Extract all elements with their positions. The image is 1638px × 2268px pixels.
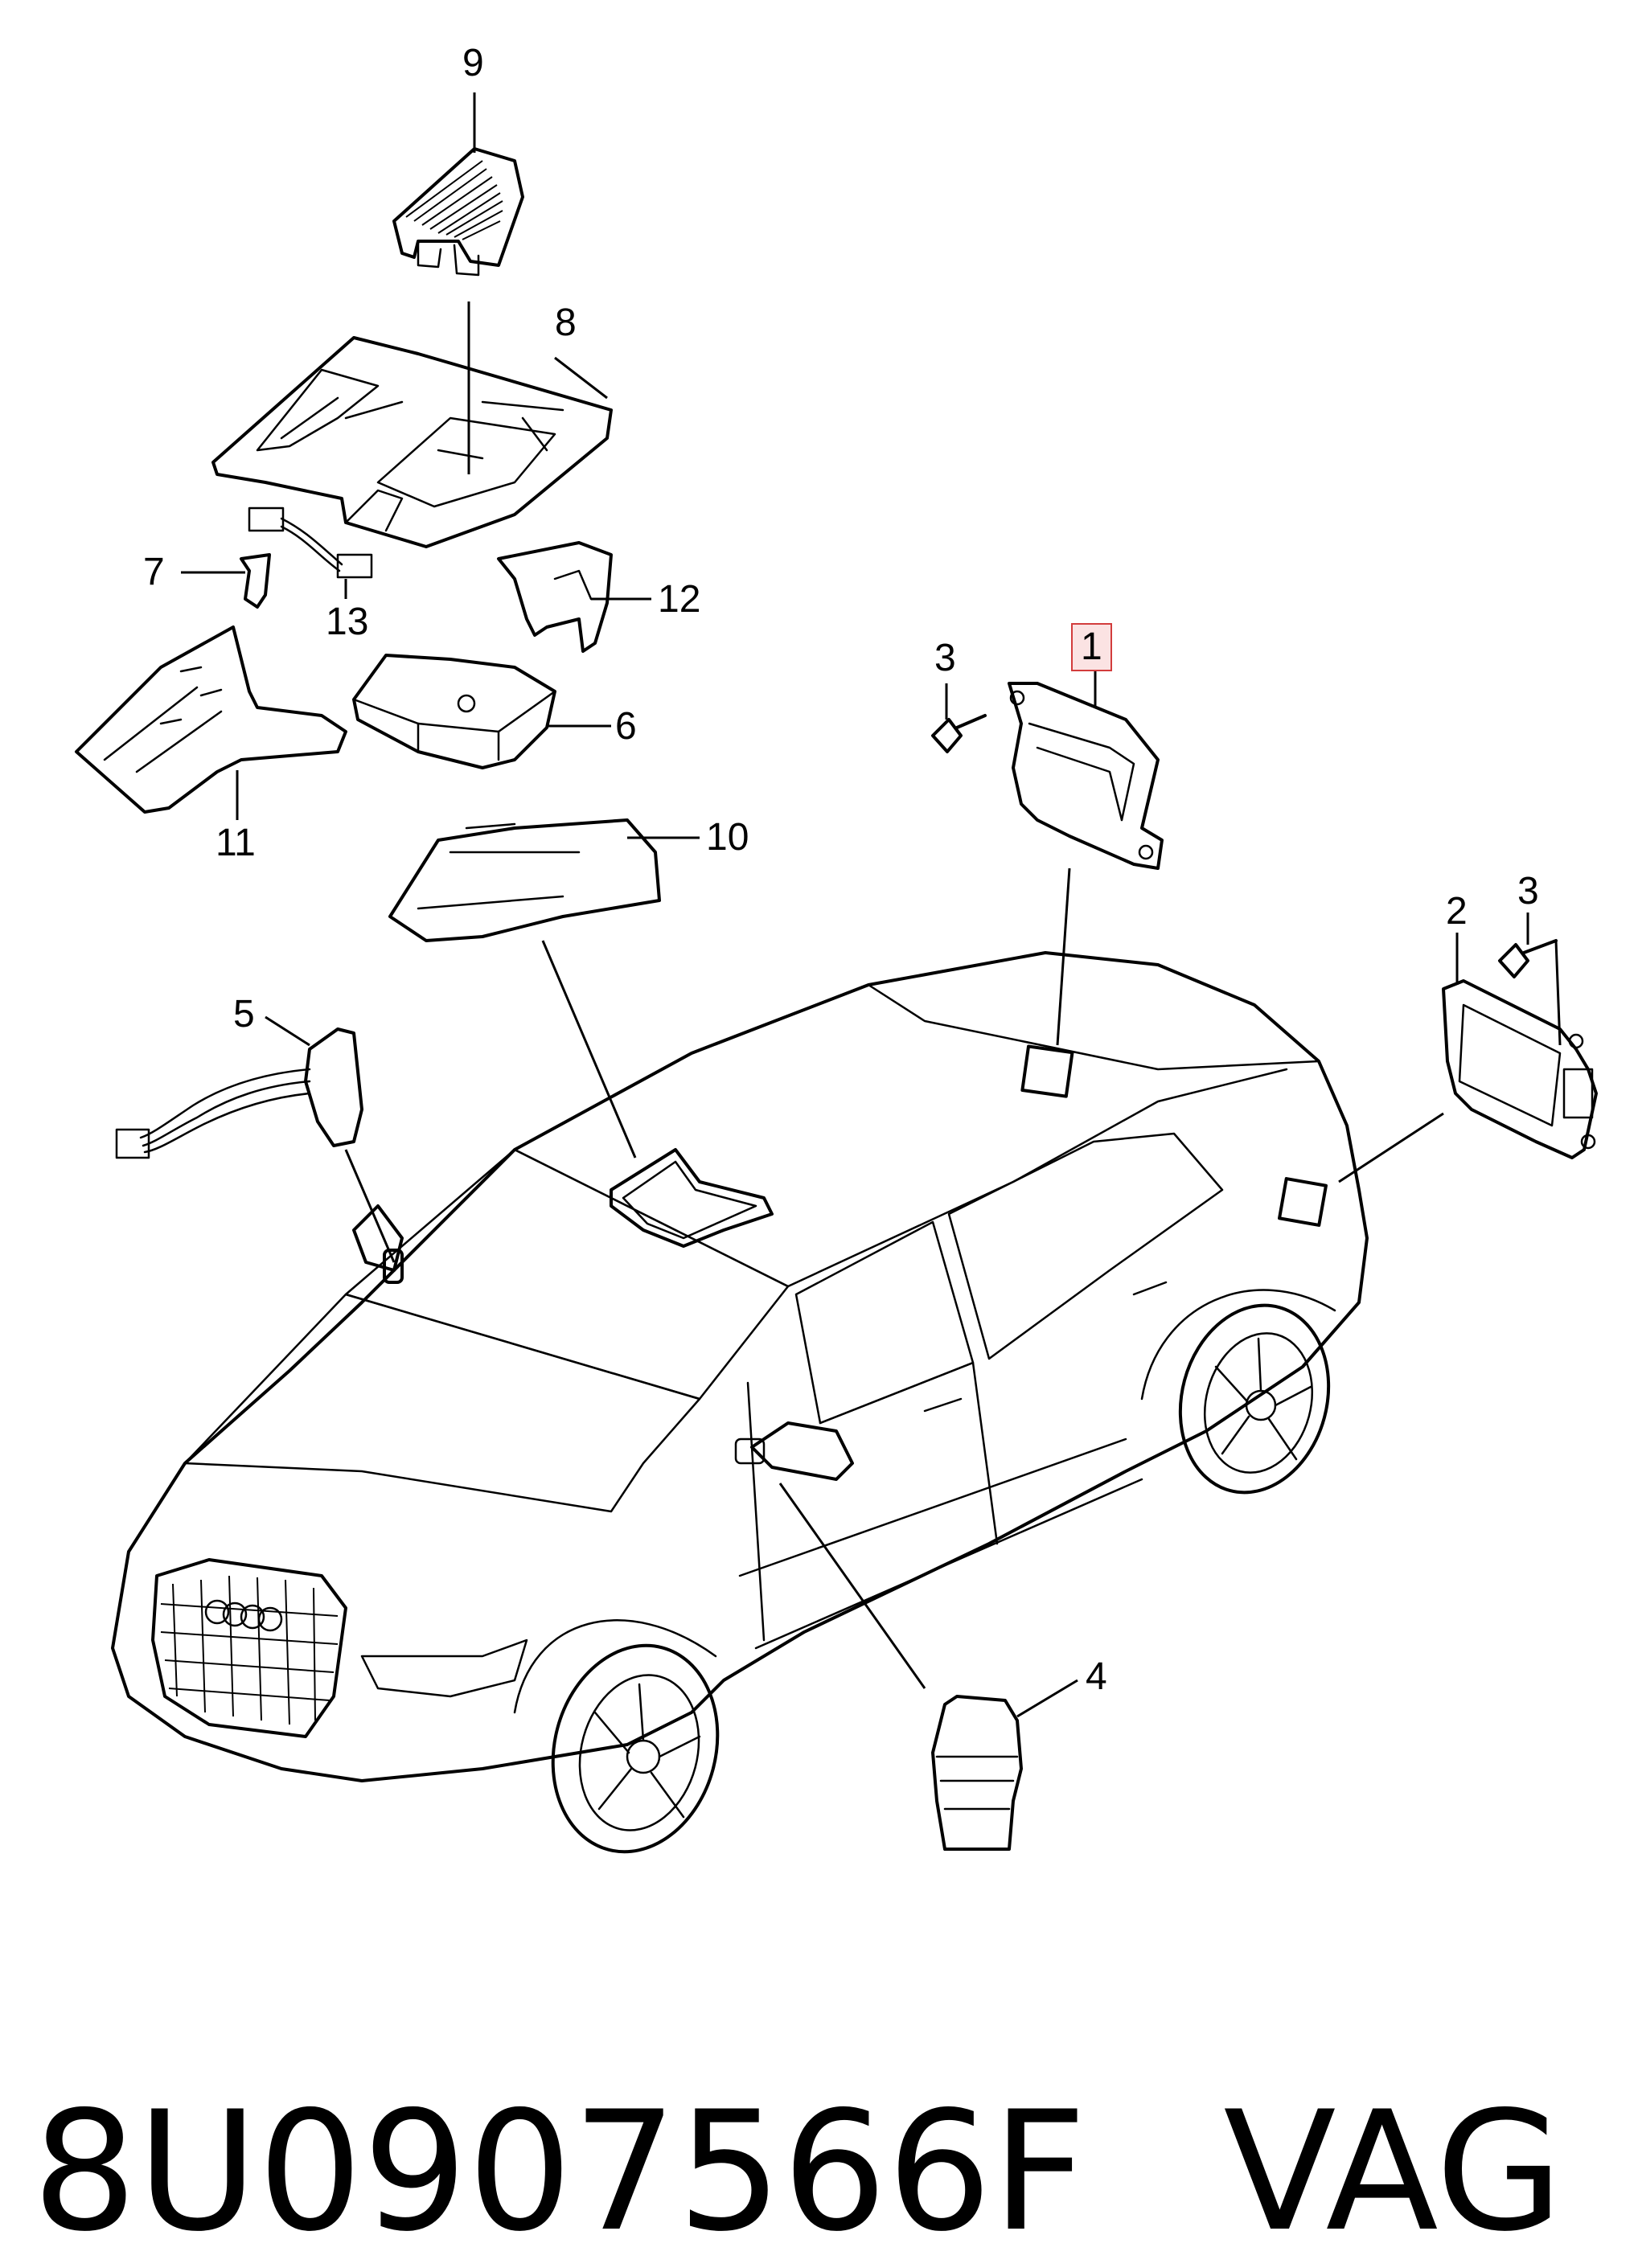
leader-10-to-car — [541, 940, 637, 1159]
part-2-sensor-module — [1442, 933, 1598, 1159]
callout-10: 10 — [706, 816, 749, 859]
part-7-bracket — [181, 553, 271, 609]
callout-9: 9 — [462, 42, 484, 84]
part-number: 8U0907566F — [32, 2077, 1087, 2268]
mount-location-1 — [1020, 1044, 1074, 1098]
part-8-headliner-panel — [211, 336, 613, 548]
callout-4: 4 — [1086, 1655, 1107, 1698]
part-13-wiring-harness — [248, 507, 373, 599]
part-3-screw-upper — [931, 683, 987, 753]
part-1-sensor-module — [1008, 671, 1164, 870]
part-10-cover — [388, 818, 700, 942]
leader-4-to-car — [778, 1483, 926, 1689]
part-11-trim-cover — [75, 625, 347, 820]
part-6-control-module — [352, 654, 611, 769]
callout-6: 6 — [615, 705, 637, 748]
callout-3-lower: 3 — [1517, 870, 1539, 913]
callout-13: 13 — [326, 601, 369, 643]
leader-5-to-car — [344, 1149, 396, 1263]
leader-1-to-car — [1056, 867, 1071, 1046]
vehicle-outline — [111, 951, 1369, 1854]
brand-label: VAG — [1223, 2077, 1564, 2268]
part-12-bracket — [497, 541, 651, 653]
callout-7: 7 — [143, 551, 165, 593]
leader-8 — [554, 356, 608, 400]
callout-2: 2 — [1446, 890, 1468, 933]
part-4-switch — [931, 1679, 1078, 1851]
callout-11: 11 — [216, 822, 256, 864]
callout-1-highlighted: 1 — [1071, 623, 1112, 671]
callout-3-upper: 3 — [934, 637, 956, 679]
callout-5: 5 — [233, 993, 255, 1036]
part-9-cover — [392, 147, 524, 277]
callout-8: 8 — [555, 301, 577, 344]
callout-12: 12 — [658, 578, 701, 621]
mount-location-2 — [1278, 1177, 1328, 1227]
part-5-sensor-with-cable — [115, 1015, 363, 1159]
